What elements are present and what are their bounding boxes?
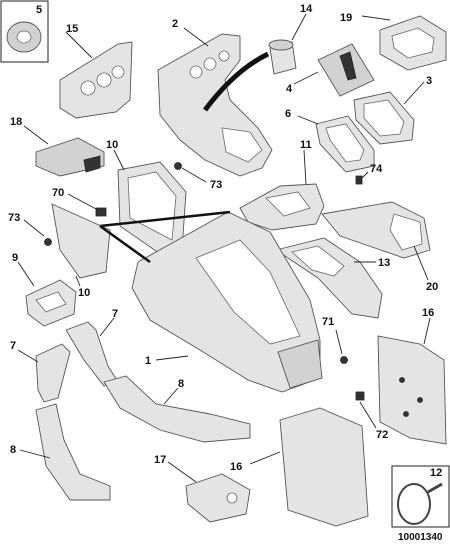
part-8-long-duct — [103, 375, 251, 443]
callout-8-upper: 8 — [178, 378, 184, 390]
callout-18: 18 — [10, 116, 22, 128]
callout-4: 4 — [286, 83, 293, 95]
part-7-duct-right — [65, 317, 119, 387]
part-20-vent-housing — [321, 201, 431, 281]
callout-14: 14 — [300, 3, 313, 15]
part-10-side-panel-upper — [113, 149, 187, 259]
part-19-trim-ring — [361, 15, 447, 71]
callout-8-lower: 8 — [10, 444, 16, 456]
part-15-switch-panel — [59, 31, 133, 119]
part-13-trim-strip — [274, 237, 383, 319]
callout-11: 11 — [300, 139, 312, 151]
callout-7-right: 7 — [112, 308, 118, 320]
part-74-screw — [355, 171, 369, 185]
callout-19: 19 — [340, 12, 352, 24]
part-5-washer — [0, 0, 49, 63]
callout-12: 12 — [430, 467, 442, 479]
part-12-cable-tie — [391, 465, 450, 528]
callout-2: 2 — [172, 18, 178, 30]
callout-3: 3 — [426, 75, 432, 87]
callout-13: 13 — [378, 257, 390, 269]
part-9-duct — [17, 261, 77, 327]
part-2-upper-console-trim — [157, 27, 273, 177]
leader-bold-2 — [99, 224, 151, 264]
callout-10-upper: 10 — [106, 139, 118, 151]
cable-black — [203, 51, 270, 112]
callout-6: 6 — [285, 108, 291, 120]
reference-code: 10001340 — [398, 532, 443, 543]
callout-9: 9 — [12, 252, 18, 264]
callout-5: 5 — [36, 4, 42, 16]
callout-73-lower: 73 — [8, 212, 20, 224]
callout-20: 20 — [426, 281, 438, 293]
part-1-console-body — [131, 211, 323, 393]
callout-7-left: 7 — [10, 340, 16, 352]
part-71-screw — [335, 329, 348, 364]
callout-71: 71 — [322, 316, 334, 328]
leader-bold — [99, 210, 231, 228]
part-72-nut — [355, 391, 377, 429]
callout-74: 74 — [370, 163, 383, 175]
part-3-gear-surround — [353, 81, 425, 145]
part-16-rear-panel — [377, 317, 447, 445]
callout-16-lower: 16 — [230, 461, 242, 473]
callout-15: 15 — [66, 23, 78, 35]
part-7-duct-left — [17, 343, 71, 403]
part-17-bracket — [167, 461, 251, 523]
part-8-lower-duct — [19, 403, 111, 501]
callout-72: 72 — [376, 429, 388, 441]
callout-1: 1 — [145, 355, 151, 367]
part-16-rear-cover — [249, 407, 369, 527]
part-18-lid — [23, 125, 105, 177]
callout-17: 17 — [154, 454, 166, 466]
part-6-inner-frame — [297, 115, 375, 173]
part-73-screw-upper — [174, 162, 207, 183]
callout-70: 70 — [52, 187, 64, 199]
callout-16-right: 16 — [422, 307, 434, 319]
callout-73-upper: 73 — [210, 179, 222, 191]
callout-10-lower: 10 — [78, 287, 90, 299]
part-14-knob — [268, 13, 307, 75]
part-73-screw-lower — [23, 219, 52, 246]
part-70-clip — [67, 193, 107, 217]
part-4-gear-boot — [293, 43, 375, 97]
